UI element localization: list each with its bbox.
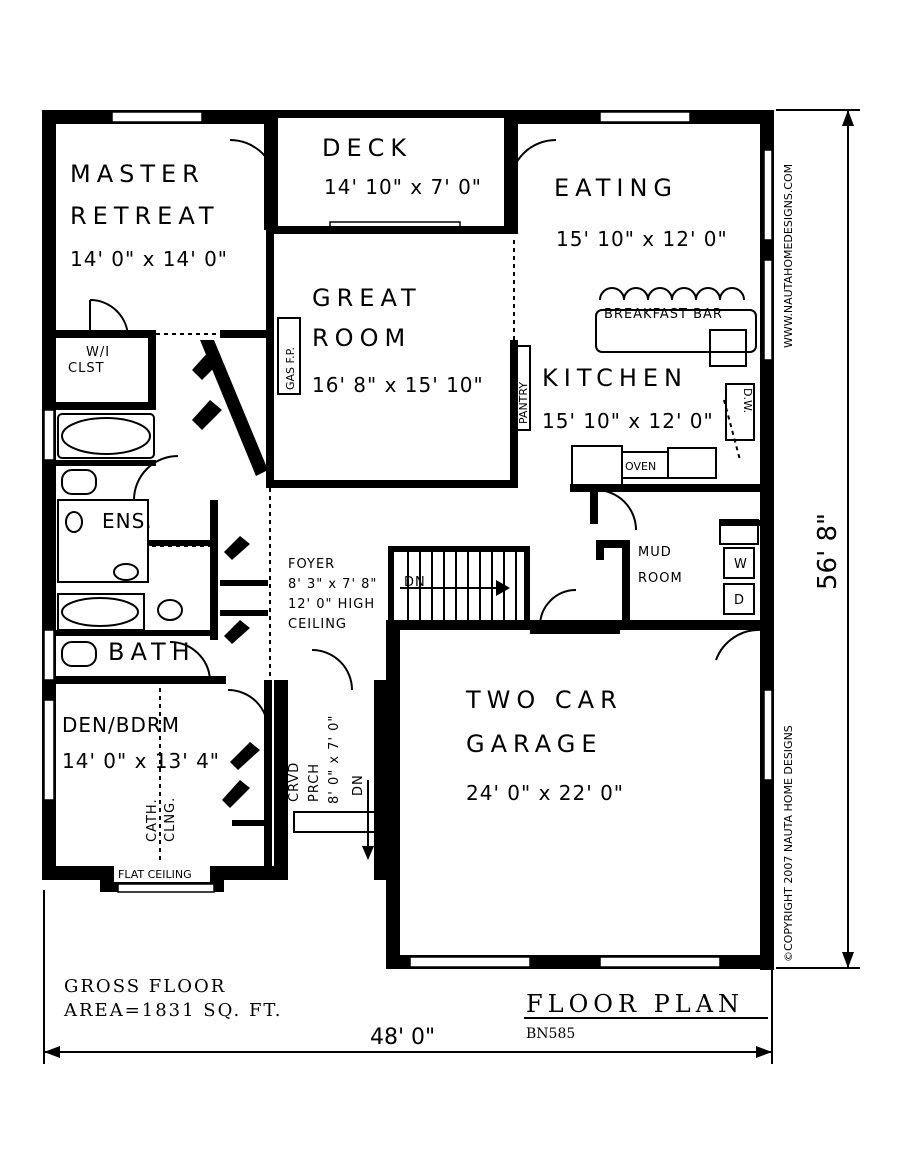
width-dimension: 48' 0": [370, 1025, 435, 1050]
washer-label: W: [734, 557, 748, 572]
plan-title: FLOOR PLAN: [526, 990, 744, 1018]
gas-fireplace-label: GAS F.P.: [284, 347, 297, 390]
garage-label-2: GARAGE: [466, 730, 602, 758]
cath-clng-label-2: CLNG.: [163, 797, 178, 842]
cath-clng-label-1: CATH.: [145, 798, 160, 842]
stairs: [400, 552, 517, 620]
dimension-lines: [43, 109, 860, 1064]
porch-down-label: DN: [351, 774, 366, 796]
plan-code: BN585: [526, 1026, 575, 1042]
gross-floor-label-2: AREA=1831 SQ. FT.: [63, 1000, 283, 1021]
fixtures: [57, 287, 759, 667]
doors: [89, 139, 763, 731]
breakfast-bar-label: BREAKFAST BAR: [604, 307, 723, 322]
covered-porch-label-2: PRCH: [307, 763, 322, 802]
dishwasher-label: D.W.: [741, 388, 754, 413]
eating-label: EATING: [554, 174, 678, 202]
kitchen-label: KITCHEN: [542, 364, 688, 392]
stairs-down-label: DN: [404, 575, 426, 590]
garage-label-1: TWO CAR: [465, 686, 623, 714]
dryer-label: D: [734, 593, 745, 608]
interior-walls: [56, 226, 764, 866]
great-room-label-1: GREAT: [312, 284, 422, 312]
foyer-note-2: CEILING: [288, 617, 347, 632]
foyer-dims: 8' 3" x 7' 8": [288, 577, 377, 592]
angled-walls: [192, 340, 268, 808]
garage-dims: 24' 0" x 22' 0": [466, 781, 624, 805]
gross-floor-label-1: GROSS FLOOR: [64, 976, 226, 997]
room-labels: MASTER RETREAT 14' 0" x 14' 0" DECK 14' …: [62, 134, 754, 881]
master-retreat-label-1: MASTER: [70, 160, 205, 188]
eating-dims: 15' 10" x 12' 0": [556, 227, 728, 251]
pantry-label: PANTRY: [517, 382, 530, 424]
website-text: WWW.NAUTAHOMEDESIGNS.COM: [782, 164, 795, 348]
porch-steps: [293, 780, 377, 860]
bath-label: BATH: [108, 638, 196, 666]
mud-room-label-2: ROOM: [638, 571, 683, 586]
deck-label: DECK: [322, 134, 412, 162]
deck-dims: 14' 10" x 7' 0": [324, 175, 482, 199]
openings-dashed: [152, 240, 741, 860]
depth-dimension: 56' 8": [813, 513, 843, 590]
master-retreat-dims: 14' 0" x 14' 0": [70, 247, 228, 271]
foyer-label: FOYER: [288, 557, 335, 572]
oven-label: OVEN: [625, 460, 656, 473]
wi-closet-label-2: CLST: [68, 361, 105, 376]
kitchen-dims: 15' 10" x 12' 0": [542, 409, 714, 433]
sheet-annotations: GROSS FLOOR AREA=1831 SQ. FT. FLOOR PLAN…: [63, 164, 843, 1050]
master-retreat-label-2: RETREAT: [70, 202, 220, 230]
great-room-dims: 16' 8" x 15' 10": [312, 373, 484, 397]
covered-porch-label-1: CRVD: [287, 762, 302, 802]
great-room-label-2: ROOM: [312, 324, 411, 352]
copyright-text: ©COPYRIGHT 2007 NAUTA HOME DESIGNS: [782, 725, 795, 962]
den-bdrm-label: DEN/BDRM: [62, 713, 180, 737]
mud-room-label-1: MUD: [638, 545, 672, 560]
ensuite-label: ENS.: [102, 509, 153, 533]
flat-ceiling-label: FLAT CEILING: [118, 868, 192, 881]
wi-closet-label-1: W/I: [86, 345, 110, 360]
foyer-note-1: 12' 0" HIGH: [288, 597, 375, 612]
den-bdrm-dims: 14' 0" x 13' 4": [62, 749, 220, 773]
covered-porch-dims: 8' 0" x 7' 0": [327, 715, 342, 804]
